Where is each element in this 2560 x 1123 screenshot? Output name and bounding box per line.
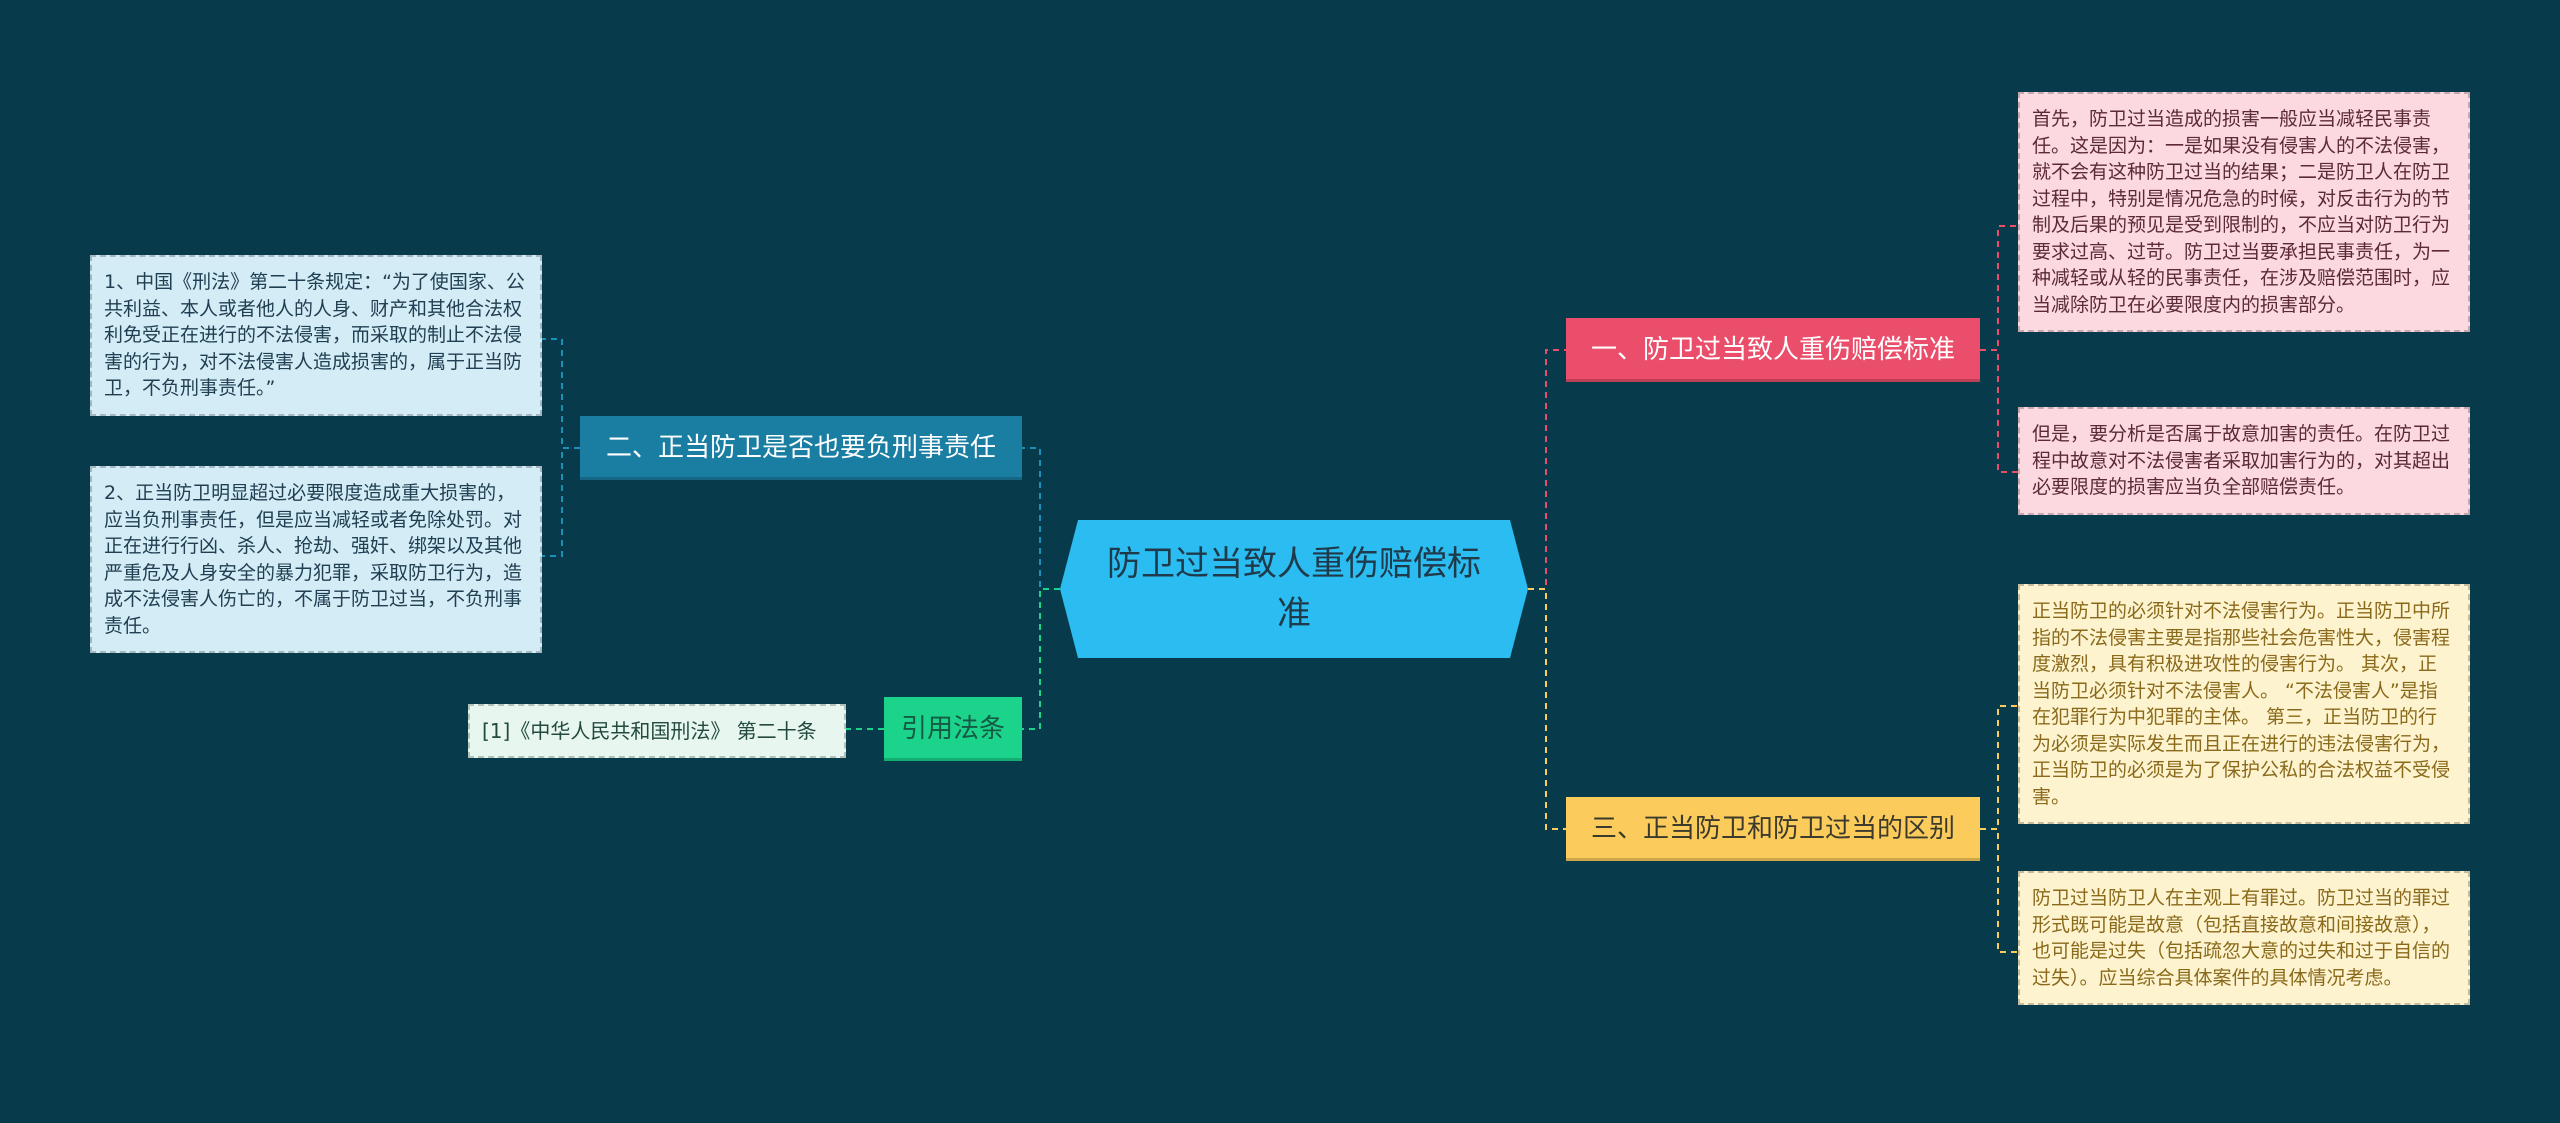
leaf-criminal-law-article-20[interactable]: 1、中国《刑法》第二十条规定：“为了使国家、公共利益、本人或者他人的人身、财产和… bbox=[90, 255, 542, 416]
link-root-branch1 bbox=[1528, 349, 1566, 590]
link-branch2-leaf1 bbox=[542, 338, 580, 449]
branch-cited-law[interactable]: 引用法条 bbox=[884, 697, 1022, 761]
leaf-text: [1]《中华人民共和国刑法》 第二十条 bbox=[482, 719, 817, 743]
leaf-excessive-defense-fault[interactable]: 防卫过当防卫人在主观上有罪过。防卫过当的罪过形式既可能是故意（包括直接故意和间接… bbox=[2018, 871, 2470, 1005]
leaf-text: 但是，要分析是否属于故意加害的责任。在防卫过程中故意对不法侵害者采取加害行为的，… bbox=[2032, 423, 2451, 498]
branch-label: 引用法条 bbox=[900, 714, 1005, 744]
link-branch2-leaf2 bbox=[542, 447, 580, 557]
leaf-reduce-liability[interactable]: 首先，防卫过当造成的损害一般应当减轻民事责任。这是因为：一是如果没有侵害人的不法… bbox=[2018, 92, 2470, 332]
root-topic[interactable]: 防卫过当致人重伤赔偿标准 bbox=[1060, 520, 1528, 658]
leaf-citation[interactable]: [1]《中华人民共和国刑法》 第二十条 bbox=[468, 704, 846, 758]
root-topic-label: 防卫过当致人重伤赔偿标准 bbox=[1107, 544, 1481, 634]
link-branch1-leaf2 bbox=[1980, 349, 2018, 473]
link-root-branch3 bbox=[1528, 588, 1566, 830]
branch-compensation-standard[interactable]: 一、防卫过当致人重伤赔偿标准 bbox=[1566, 318, 1980, 382]
link-root-branch2 bbox=[1022, 447, 1060, 590]
leaf-text: 2、正当防卫明显超过必要限度造成重大损害的，应当负刑事责任，但是应当减轻或者免除… bbox=[104, 482, 523, 637]
branch-label: 二、正当防卫是否也要负刑事责任 bbox=[605, 433, 996, 463]
leaf-text: 首先，防卫过当造成的损害一般应当减轻民事责任。这是因为：一是如果没有侵害人的不法… bbox=[2032, 108, 2451, 316]
branch-label: 三、正当防卫和防卫过当的区别 bbox=[1590, 814, 1955, 844]
leaf-text: 1、中国《刑法》第二十条规定：“为了使国家、公共利益、本人或者他人的人身、财产和… bbox=[104, 271, 525, 399]
branch-difference[interactable]: 三、正当防卫和防卫过当的区别 bbox=[1566, 797, 1980, 861]
link-branch3-leaf1 bbox=[1980, 705, 2018, 830]
link-root-branch4 bbox=[1022, 588, 1060, 730]
link-branch1-leaf1 bbox=[1980, 225, 2018, 351]
link-branch3-leaf2 bbox=[1980, 828, 2018, 953]
leaf-text: 防卫过当防卫人在主观上有罪过。防卫过当的罪过形式既可能是故意（包括直接故意和间接… bbox=[2032, 887, 2451, 989]
branch-criminal-liability[interactable]: 二、正当防卫是否也要负刑事责任 bbox=[580, 416, 1022, 480]
leaf-justifiable-defense-conditions[interactable]: 正当防卫的必须针对不法侵害行为。正当防卫中所指的不法侵害主要是指那些社会危害性大… bbox=[2018, 584, 2470, 824]
leaf-intentional-harm[interactable]: 但是，要分析是否属于故意加害的责任。在防卫过程中故意对不法侵害者采取加害行为的，… bbox=[2018, 407, 2470, 515]
branch-label: 一、防卫过当致人重伤赔偿标准 bbox=[1590, 335, 1955, 365]
leaf-text: 正当防卫的必须针对不法侵害行为。正当防卫中所指的不法侵害主要是指那些社会危害性大… bbox=[2032, 600, 2451, 808]
leaf-excessive-defense[interactable]: 2、正当防卫明显超过必要限度造成重大损害的，应当负刑事责任，但是应当减轻或者免除… bbox=[90, 466, 542, 653]
